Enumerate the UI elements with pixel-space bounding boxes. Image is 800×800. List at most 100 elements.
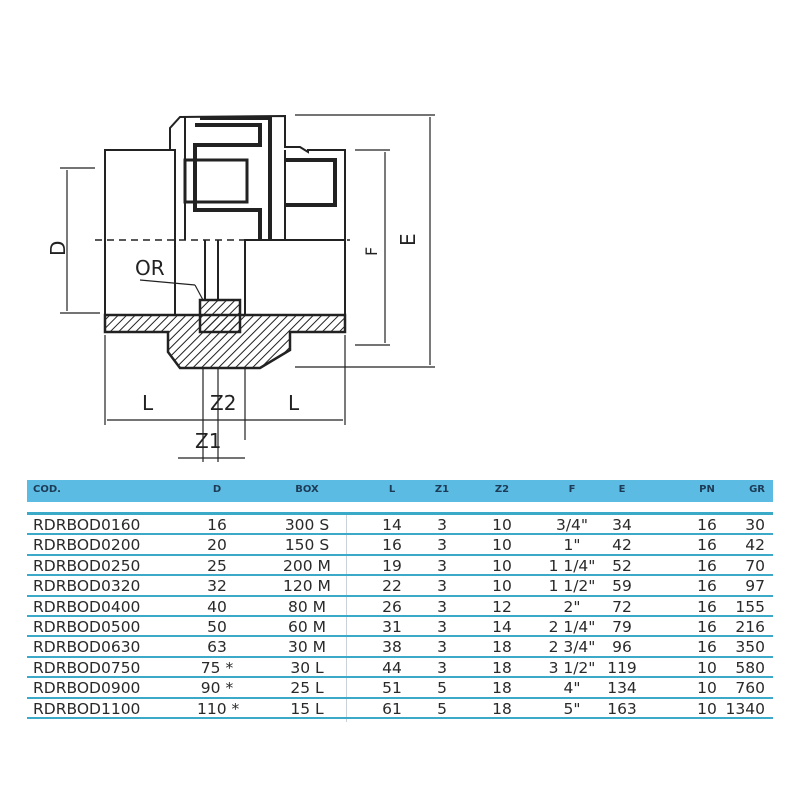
cell-z2: 10 [492,556,512,575]
cell-e: 59 [612,577,632,596]
label-L-left: L [142,391,154,415]
col-z1: Z1 [434,484,450,495]
cell-pn: 16 [697,638,717,657]
union-fitting-cross-section: D OR L Z2 L Z1 F E [46,114,435,462]
cell-d: 40 [207,597,227,616]
header-divider [27,502,773,515]
cell-gr: 216 [735,617,765,636]
cell-f: 2 3/4" [548,638,596,657]
label-OR: OR [135,256,165,280]
cell-f: 3/4" [555,516,589,534]
cell-z1: 3 [437,658,447,677]
cell-cod: RDRBOD0900 [33,679,141,698]
cell-d: 63 [207,638,227,657]
table-header: COD. D BOX L Z1 Z2 F E PN GR [27,480,773,502]
cell-d: 20 [207,536,227,555]
cell-z1: 3 [437,556,447,575]
cell-z2: 10 [492,516,512,534]
cell-cod: RDRBOD0200 [33,536,141,555]
cell-l: 22 [382,577,402,596]
cell-z1: 3 [437,617,447,636]
cell-l: 19 [382,556,402,575]
col-z2: Z2 [494,484,510,495]
cell-pn: 16 [697,536,717,555]
label-L-right: L [288,391,300,415]
cell-box: 300 S [284,516,330,534]
cell-box: 120 M [283,577,331,596]
label-Z2: Z2 [210,391,236,415]
label-E: E [396,233,420,246]
cell-z2: 10 [492,536,512,555]
col-e: E [618,484,626,495]
cell-z2: 18 [492,658,512,677]
cell-box: 30 L [290,658,324,677]
cell-gr: 1340 [725,699,765,718]
label-D: D [46,241,70,256]
cell-f: 2 1/4" [548,617,596,636]
cell-cod: RDRBOD0250 [33,556,141,575]
cell-l: 31 [382,617,402,636]
cell-d: 110 * [197,699,240,718]
col-box: BOX [295,484,319,495]
cell-z2: 18 [492,679,512,698]
cell-z2: 14 [492,617,512,636]
col-f: F [568,484,576,495]
dimensions-table: COD. D BOX L Z1 Z2 F E PN GR RDRBOD0160 1… [27,480,773,722]
cell-d: 75 * [200,658,234,677]
cell-z1: 5 [437,699,447,718]
cell-z2: 18 [492,638,512,657]
cell-f: 5" [563,699,581,718]
cell-z1: 3 [437,638,447,657]
col-cod: COD. [33,484,61,495]
cell-cod: RDRBOD0400 [33,597,141,616]
col-gr: GR [749,484,765,495]
cell-pn: 16 [697,516,717,534]
cell-f: 1 1/4" [548,556,596,575]
cell-pn: 10 [697,679,717,698]
cell-d: 32 [207,577,227,596]
cell-f: 1 1/2" [548,577,596,596]
cell-cod: RDRBOD0500 [33,617,141,636]
cell-e: 34 [612,516,632,534]
cell-gr: 42 [745,536,765,555]
cell-e: 72 [612,597,632,616]
cell-z2: 18 [492,699,512,718]
cell-z2: 12 [492,597,512,616]
cell-pn: 10 [697,699,717,718]
cell-gr: 350 [735,638,765,657]
cell-z2: 10 [492,577,512,596]
cell-gr: 70 [745,556,765,575]
cell-pn: 16 [697,577,717,596]
cell-l: 61 [382,699,402,718]
cell-f: 3 1/2" [548,658,596,677]
cell-e: 163 [607,699,637,718]
cell-z1: 3 [437,536,447,555]
cell-d: 25 [207,556,227,575]
cell-cod: RDRBOD1100 [33,699,141,718]
cell-z1: 5 [437,679,447,698]
cell-gr: 155 [735,597,765,616]
col-pn: PN [699,484,715,495]
cell-l: 26 [382,597,402,616]
technical-drawing: D OR L Z2 L Z1 F E [46,114,435,462]
cell-e: 79 [612,617,632,636]
cell-f: 2" [563,597,581,616]
cell-cod: RDRBOD0320 [33,577,141,596]
cell-pn: 16 [697,556,717,575]
cell-l: 44 [382,658,402,677]
cell-pn: 10 [697,658,717,677]
cell-gr: 97 [745,577,765,596]
cell-l: 14 [382,516,402,534]
cell-cod: RDRBOD0160 [33,516,141,534]
cell-box: 60 M [287,617,327,636]
label-Z1: Z1 [195,429,221,453]
cell-e: 52 [612,556,632,575]
